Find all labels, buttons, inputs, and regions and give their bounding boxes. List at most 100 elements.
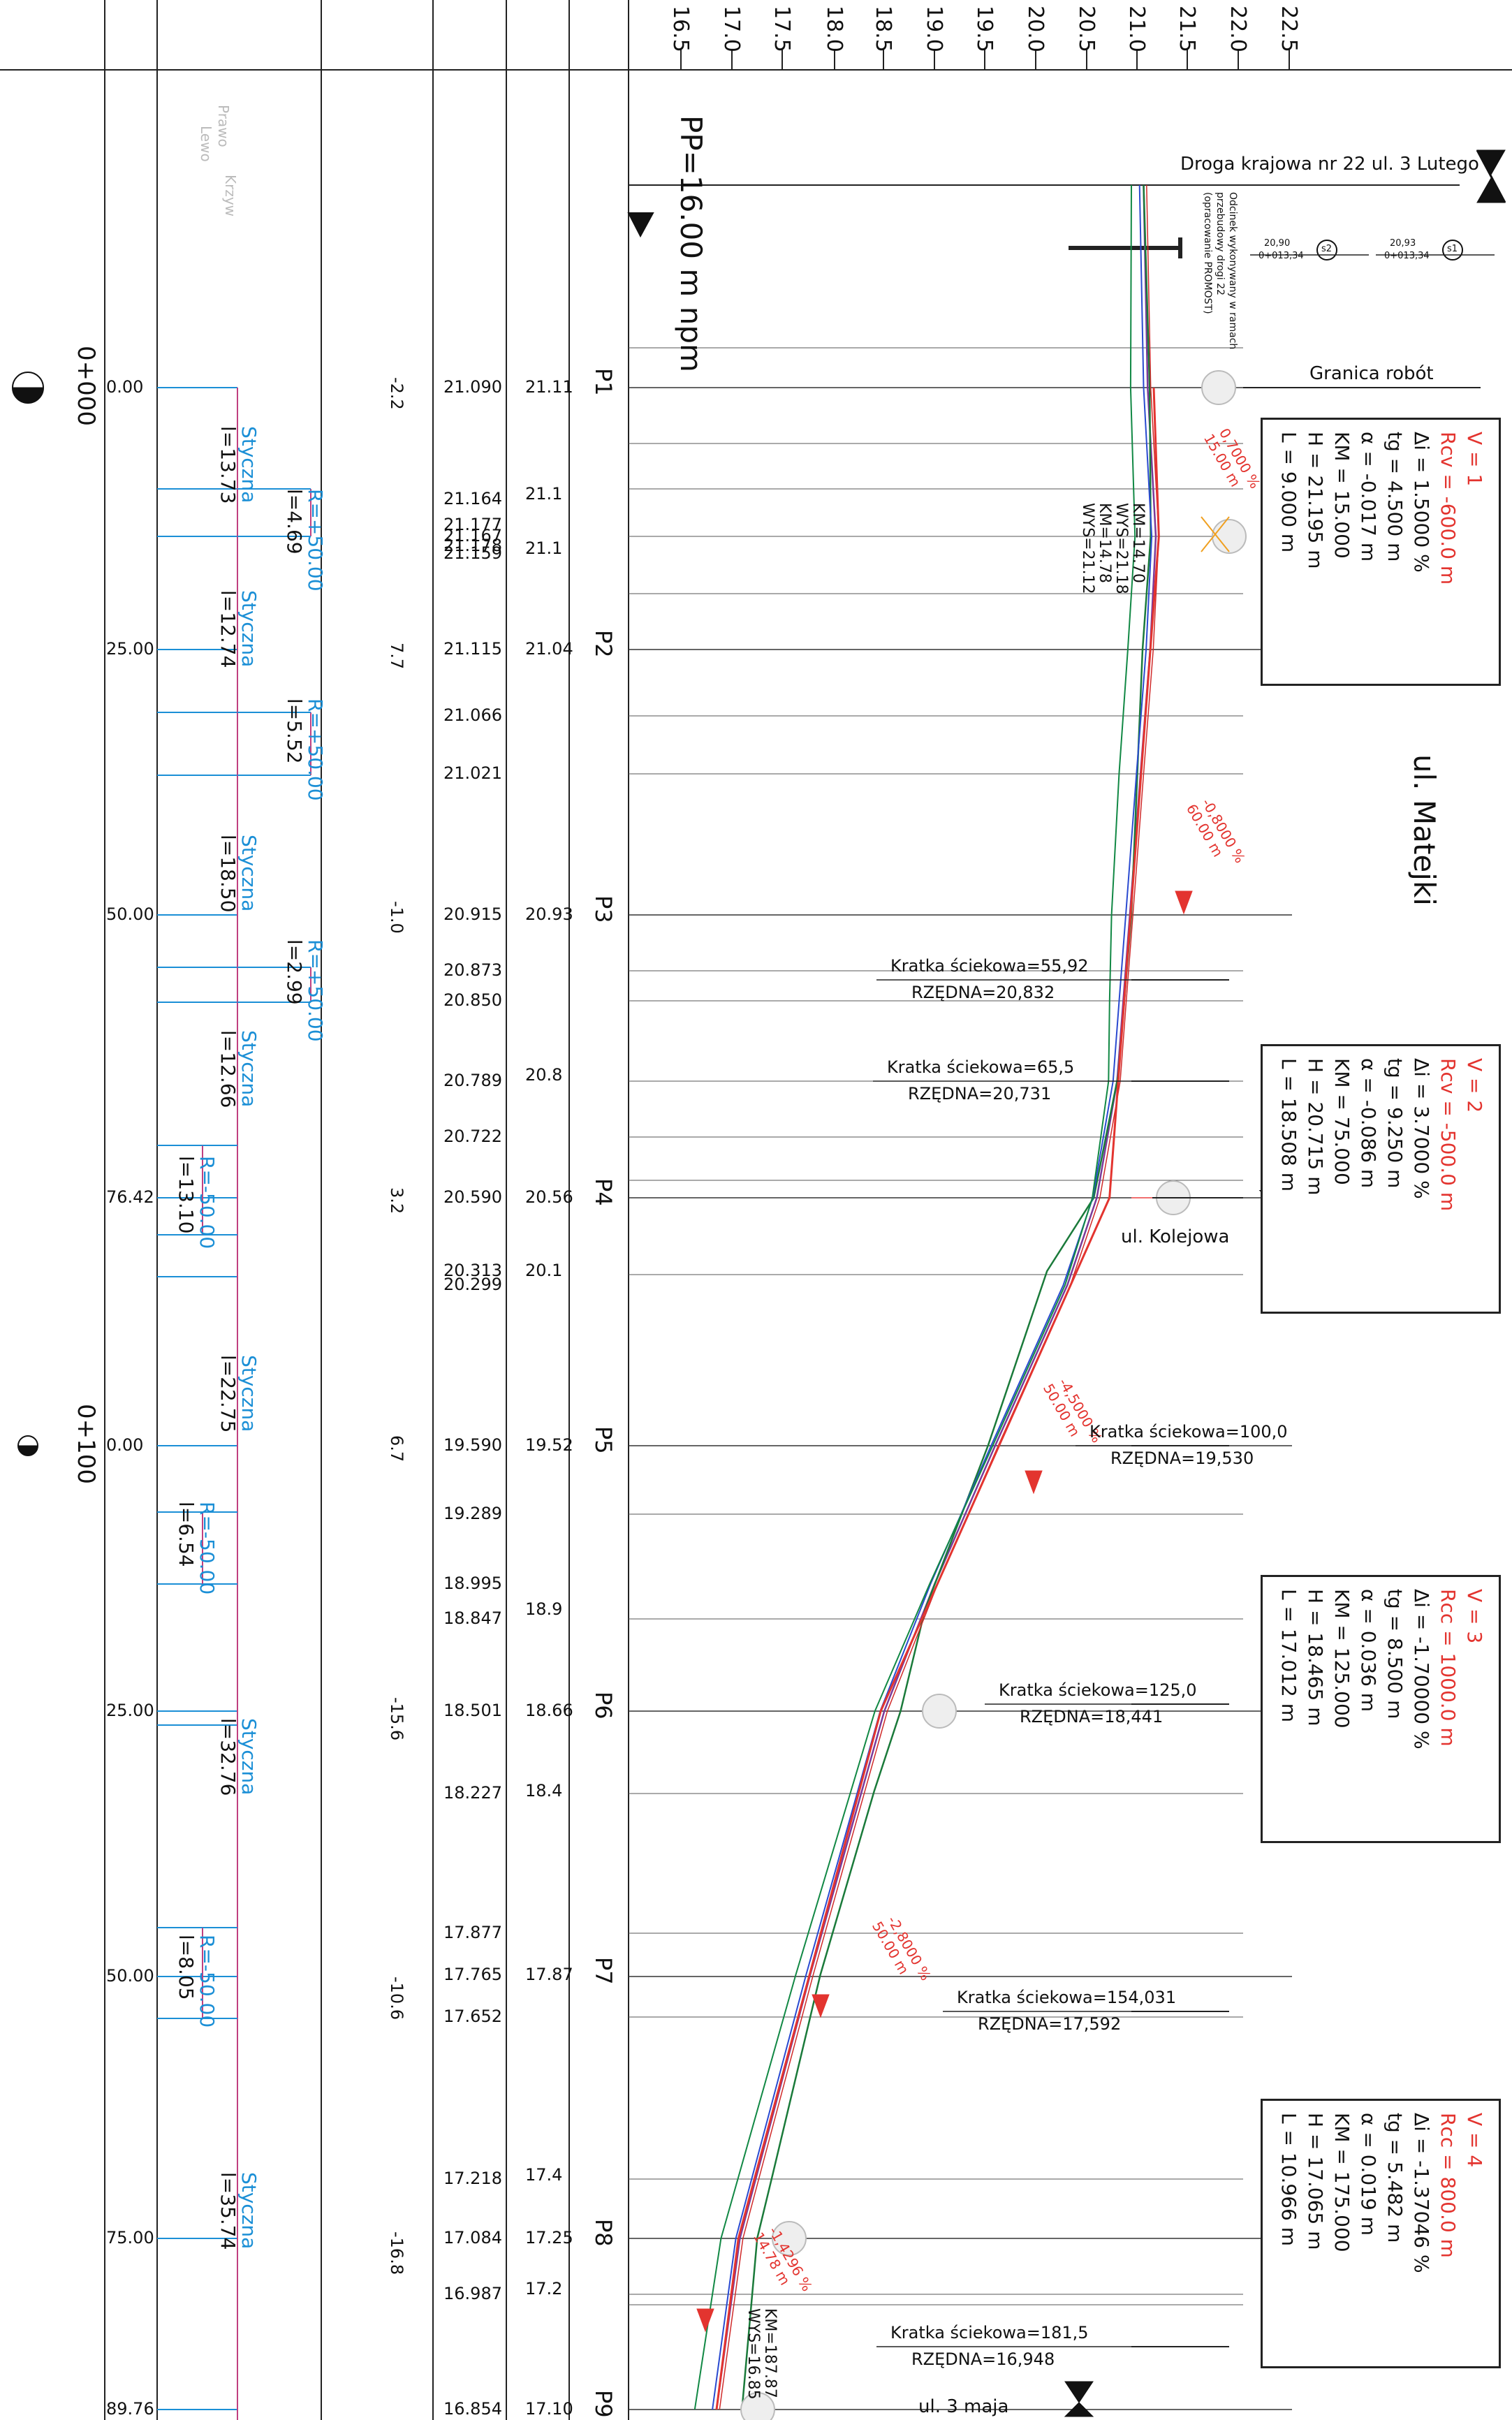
- alignment-length: l=8.05: [175, 1935, 198, 2000]
- km-marker-label: 0+100: [72, 1404, 100, 1485]
- small-note-line: (opracowanie PROMOST): [1202, 192, 1213, 314]
- grating-title: Kratka ściekowa=100,0: [1089, 1422, 1288, 1442]
- design-elevation: 20.313: [443, 1261, 502, 1280]
- terrain-elevation: 17.10: [525, 2399, 573, 2419]
- design-elevation: 21.164: [443, 489, 502, 508]
- curve-param-tg: tg = 8.500 m: [1383, 1589, 1407, 1719]
- curve-param-r: Rcc = 1000.0 m: [1437, 1589, 1460, 1747]
- vertex-circle: [740, 2392, 775, 2420]
- road-label-granica: Granica robót: [1309, 363, 1434, 384]
- legend-right: Prawo: [215, 105, 232, 147]
- alignment-name: Styczna: [237, 1355, 260, 1432]
- station-label: 50.00: [106, 904, 154, 924]
- road-label-matejki: ul. Matejki: [1407, 754, 1441, 906]
- design-elevation: 21.066: [443, 705, 502, 725]
- km-note-end: WYS=16.85: [744, 2308, 762, 2400]
- legend-curve: Krzyw: [222, 175, 239, 217]
- km-note: WYS=21.18: [1113, 503, 1130, 594]
- design-elevation: 17.084: [443, 2228, 502, 2247]
- profile-label: P9: [590, 2390, 617, 2418]
- curve-parameter-box: [1261, 1044, 1501, 1314]
- alignment-length: l=22.75: [216, 1355, 240, 1433]
- grating-title: Kratka ściekowa=65,5: [887, 1057, 1075, 1077]
- curve-param-l: L = 18.508 m: [1277, 1058, 1300, 1192]
- slope-value: -10.6: [387, 1977, 406, 2021]
- design-elevation: 17.765: [443, 1965, 502, 1984]
- alignment-name: R=+50.00: [304, 939, 327, 1042]
- alignment-name: R=+50.00: [304, 489, 327, 592]
- elevation-scale-label: 18.5: [871, 6, 895, 52]
- road-sign-line: [1476, 149, 1506, 203]
- curve-parameter-box: [1261, 1575, 1501, 1843]
- curve-parameter-box: [1261, 418, 1501, 686]
- terrain-profile: [741, 184, 1152, 2410]
- km-marker-fill: [17, 1445, 38, 1456]
- road-label-droga: Droga krajowa nr 22 ul. 3 Lutego: [1180, 154, 1479, 175]
- grade-arrow: [812, 1994, 830, 2018]
- slope-value: -15.6: [387, 1697, 406, 1741]
- design-elevation: 20.590: [443, 1187, 502, 1207]
- small-note-line: Odcinek wykonywany w ramach: [1227, 192, 1238, 350]
- km-note: WYS=21.12: [1079, 503, 1096, 594]
- terrain-elevation: 17.4: [525, 2165, 563, 2185]
- grade-arrow: [1175, 890, 1193, 915]
- grating-elevation: RZĘDNA=18,441: [1020, 1707, 1164, 1726]
- km-note: KM=14.70: [1129, 503, 1147, 583]
- profile-label: P5: [590, 1426, 617, 1454]
- curve-param-r: Rcv = -500.0 m: [1437, 1058, 1460, 1212]
- profile-label: P6: [590, 1692, 617, 1719]
- vertex-circle: [922, 1694, 957, 1729]
- grating-elevation: RZĘDNA=17,592: [978, 2014, 1122, 2034]
- alignment-name: Styczna: [237, 1718, 260, 1796]
- km-note: KM=14.78: [1096, 503, 1113, 583]
- station-label: 25.00: [106, 639, 154, 659]
- alignment-length: l=5.52: [283, 698, 306, 764]
- design-elevation: 21.167: [443, 526, 502, 545]
- grating-title: Kratka ściekowa=154,031: [957, 1988, 1177, 2007]
- terrain-elevation: 21.04: [525, 639, 573, 659]
- alignment-name: R=+50.00: [304, 698, 327, 801]
- alignment-length: l=6.54: [175, 1502, 198, 1567]
- elevation-scale-label: 17.5: [770, 6, 794, 52]
- alignment-length: l=35.74: [216, 2172, 240, 2250]
- slope-value: 3.2: [387, 1187, 406, 1215]
- km-marker-label: 0+000: [72, 346, 100, 427]
- right-edge-profile: [719, 184, 1160, 2410]
- curve-param-a: α = 0.019 m: [1357, 2113, 1380, 2236]
- alignment-name: Styczna: [237, 1030, 260, 1108]
- station-label: 89.76: [106, 2399, 154, 2419]
- small-note-line: przebudowy drogi 22: [1214, 192, 1226, 295]
- station-label: 0.00: [106, 1435, 144, 1455]
- design-elevation: 16.854: [443, 2399, 502, 2419]
- terrain-elevation: 18.66: [525, 1701, 573, 1720]
- curve-param-a: α = 0.036 m: [1357, 1589, 1380, 1713]
- curve-param-v: V = 1: [1463, 432, 1486, 487]
- curve-param-h: H = 20.715 m: [1304, 1058, 1327, 1196]
- grade-line: [715, 387, 1160, 2410]
- design-elevation: 20.722: [443, 1127, 502, 1146]
- slope-value: -16.8: [387, 2231, 406, 2275]
- terrain-elevation: 17.2: [525, 2279, 563, 2298]
- design-elevation: 20.850: [443, 990, 502, 1010]
- design-elevation: 18.227: [443, 1783, 502, 1803]
- design-elevation: 20.915: [443, 904, 502, 924]
- design-elevation: 17.218: [443, 2169, 502, 2188]
- curve-param-h: H = 17.065 m: [1304, 2113, 1327, 2250]
- profile-label: P7: [590, 1957, 617, 1985]
- alignment-name: R=-50.00: [196, 1935, 219, 2028]
- design-elevation: 21.090: [443, 377, 502, 397]
- elevation-scale-label: 22.5: [1277, 6, 1301, 52]
- km-marker-fill: [12, 387, 44, 404]
- road-label-kolejowa: ul. Kolejowa: [1121, 1226, 1230, 1247]
- curve-param-km: KM = 75.000: [1330, 1058, 1353, 1185]
- terrain-elevation: 19.52: [525, 1435, 573, 1455]
- grating-elevation: RZĘDNA=20,832: [911, 983, 1055, 1002]
- grating-title: Kratka ściekowa=55,92: [890, 956, 1089, 976]
- alignment-name: Styczna: [237, 590, 260, 668]
- legend-left: Lewo: [198, 126, 214, 162]
- left-edge-profile: [712, 184, 1153, 2410]
- curve-param-km: KM = 125.000: [1330, 1589, 1353, 1729]
- profile-label: P8: [590, 2219, 617, 2247]
- design-elevation: 18.995: [443, 1574, 502, 1593]
- station-label: 50.00: [106, 1966, 154, 1986]
